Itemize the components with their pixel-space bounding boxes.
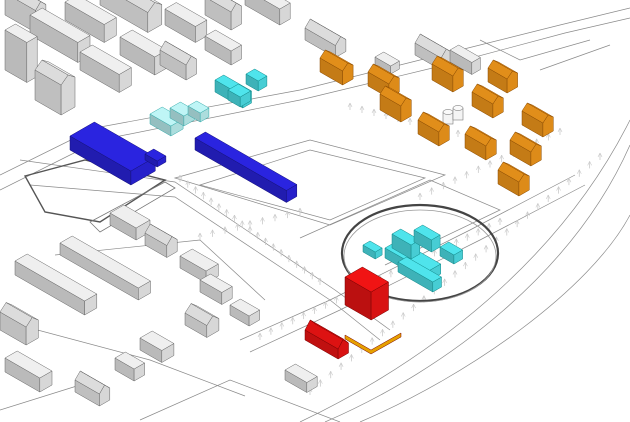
orange-block-8 [521,102,554,138]
grey-building-12 [4,23,38,83]
road-line-14 [299,179,501,266]
grey-building-24 [114,351,146,382]
tree-row-field [197,207,303,240]
ring-inner [343,209,497,303]
cyan-building-north-3 [245,68,268,92]
grey-building-23 [139,330,175,363]
orange-block-3 [379,85,412,123]
blue-hall-west [69,121,156,186]
road-line-16 [0,384,81,411]
ring-complex-wing-2 [413,224,441,253]
fenced-field-outline [23,159,167,223]
road-network [0,7,630,422]
grey-building-22 [184,303,220,338]
grey-building-30 [374,51,400,75]
cyan-building-north-2 [227,83,252,108]
orange-block-9 [464,125,497,161]
blue-halls [69,121,298,203]
ring-complex-pavilion [362,240,383,260]
grey-building-21 [199,273,233,305]
road-line-9 [299,119,630,422]
grey-building-27 [284,363,318,393]
road-line-10 [324,144,630,422]
road-line-11 [359,214,630,422]
grey-building-29 [449,44,481,75]
ring-track [340,203,500,303]
tree-row-diagonal [177,174,323,285]
blue-hall-east [194,131,298,203]
grey-building-14 [14,253,98,316]
red-building-tall [344,266,390,321]
road-line-13 [198,149,427,221]
grey-building-7 [204,0,242,31]
orange-block-6 [417,111,450,147]
grey-building-8 [244,0,291,26]
blue-hall-annex [144,148,167,168]
grey-building-9 [79,44,132,93]
road-line-15 [139,379,341,422]
orange-block-7 [471,83,504,119]
road-line-6 [0,319,246,397]
orange-block-1 [319,49,354,86]
grey-building-11 [204,29,243,66]
orange-block-11 [497,161,530,197]
orange-block-5 [487,59,518,94]
orange-block-4 [431,55,464,93]
grey-building-15 [59,235,152,301]
red-building-base-strip [344,332,402,355]
orange-block-10 [509,131,542,167]
light-cyan-building-3 [187,100,210,123]
red-building-low [304,319,349,360]
grey-building-19 [144,223,178,258]
road-line-18 [539,44,611,71]
ring-outer [340,203,500,303]
orange-housing-blocks [319,49,554,197]
grey-building-26 [229,298,261,327]
ring-complex-wing-1 [391,228,421,260]
cyan-ring-complex [214,68,464,293]
grey-building-25 [74,370,111,407]
fenced-field-edge [89,181,176,233]
grey-building-17 [4,350,53,393]
grey-building-16 [0,302,39,346]
grey-building-18 [109,204,151,241]
grey-building-4 [99,0,163,33]
grey-building-10 [159,40,197,81]
silo-2 [452,105,464,121]
light-cyan-buildings [149,100,210,137]
road-line-12 [173,139,447,226]
existing-buildings [0,0,481,407]
grey-building-31 [304,18,347,58]
road-line-4 [29,184,381,341]
grey-building-6 [164,2,208,43]
road-line-17 [479,39,591,61]
grey-building-13 [34,59,76,116]
silo-1 [442,109,454,125]
ring-complex-side [439,241,464,265]
ring-complex-wing-3 [397,256,443,293]
red-buildings [304,266,402,360]
grey-building-3 [64,0,117,43]
